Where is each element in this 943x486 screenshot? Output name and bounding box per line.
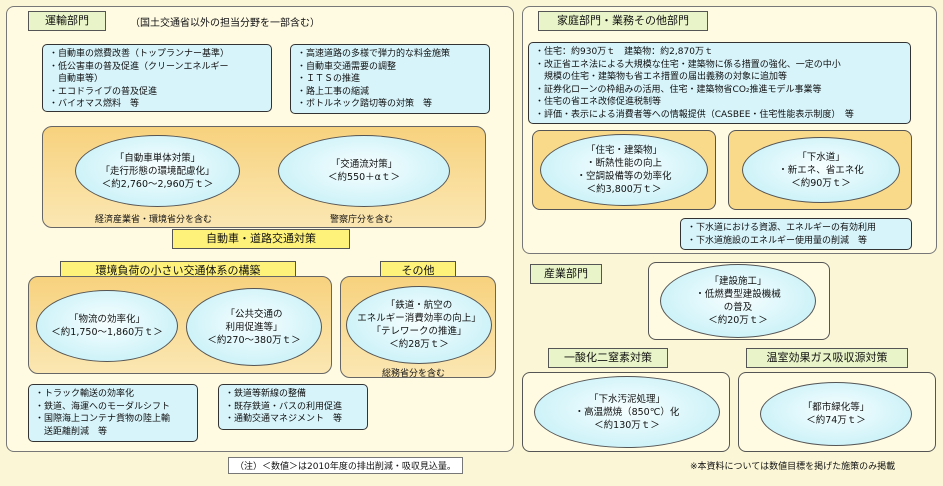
oval-line: ＜約1,750～1,860万ｔ＞ [51, 327, 163, 338]
oval-line: 「自動車単体対策」 [114, 152, 201, 164]
callout-line: ・路上工事の縮減 [297, 86, 370, 97]
callout-line: ・鉄道等新線の整備 [225, 389, 307, 399]
oval-line: ＜約74万ｔ＞ [806, 415, 866, 426]
oval-line: ＜約28万ｔ＞ [389, 339, 449, 350]
oval-construction: 「建設施工」 ・低燃費型建設機械 の普及 ＜約20万ｔ＞ [660, 264, 816, 338]
oval-vehicle: 「自動車単体対策」 「走行形態の環境配慮化」 ＜約2,760～2,960万ｔ＞ [75, 135, 240, 207]
oval-line: 「物流の効率化」 [68, 314, 145, 325]
oval-line: 「都市緑化等」 [802, 402, 870, 413]
oval-line: 利用促進等」 [225, 321, 283, 333]
callout-line: ・鉄道、海運へのモーダルシフト [35, 401, 171, 412]
oval-line: ＜約550＋αｔ＞ [328, 172, 400, 183]
oval-other: 「鉄道・航空の エネルギー消費効率の向上」 「テレワークの推進」 ＜約28万ｔ＞ [346, 286, 492, 364]
note-mic: 総務省分を含む [382, 369, 446, 379]
callout-line: ・既存鉄道・バスの利用促進 [225, 401, 343, 412]
oval-line: ＜約3,800万ｔ＞ [586, 184, 662, 195]
n2o-title: 一酸化二窒素対策 [548, 348, 668, 368]
callout-line: ・住宅：約930万ｔ 建築物：約2,870万ｔ [535, 47, 713, 57]
oval-line: ＜約270～380万ｔ＞ [207, 334, 301, 346]
callout-traffic-measures: ・高速道路の多様で弾力的な料金施策 ・自動車交通需要の調整 ・ＩＴＳの推進 ・路… [290, 44, 490, 114]
callout-line: ・評価・表示による消費者等への情報提供（CASBEE・住宅性能表示制度） 等 [535, 109, 854, 120]
industry-title: 産業部門 [530, 264, 602, 284]
oval-line: エネルギー消費効率の向上」 [357, 313, 481, 324]
oval-sludge: 「下水汚泥処理」 ・高温燃焼（850℃）化 ＜約130万ｔ＞ [534, 376, 720, 448]
oval-line: ＜約2,760～2,960万ｔ＞ [101, 178, 214, 190]
oval-line: ＜約90万ｔ＞ [791, 177, 851, 189]
note-meti: 経済産業省・環境省分を含む [95, 215, 213, 225]
footnote: （注）＜数値＞は2010年度の排出削減・吸収見込量。 [228, 457, 463, 474]
oval-line: ＜約20万ｔ＞ [708, 315, 768, 326]
callout-line: ・下水道施設のエネルギー使用量の削減 等 [687, 235, 868, 246]
household-title: 家庭部門・業務その他部門 [538, 11, 708, 31]
callout-line: ・ＩＴＳの推進 [297, 74, 361, 84]
oval-line: 「住宅・建築物」 [585, 145, 662, 156]
callout-line: 規模の住宅・建築物も省エネ措置の届出義務の対象に追加等 [535, 72, 788, 82]
oval-line: 「交通流対策」 [330, 159, 398, 170]
callout-line: ・証券化ローンの枠組みの活用、住宅・建築物省CO₂推進モデル事業等 [535, 84, 822, 95]
callout-line: ・国際海上コンテナ貨物の陸上輸 [35, 414, 171, 424]
callout-line: ・トラック輸送の効率化 [35, 389, 135, 399]
oval-public: 「公共交通の 利用促進等」 ＜約270～380万ｔ＞ [186, 288, 322, 366]
callout-line: ・エコドライブの普及促進 [49, 86, 158, 97]
oval-line: ・高温燃焼（850℃）化 [574, 406, 680, 418]
oval-line: 「鉄道・航空の [385, 300, 453, 311]
oval-line: ・低燃費型建設機械 [695, 289, 781, 300]
oval-line: 「テレワークの推進」 [371, 326, 467, 337]
callout-line: ・バイオマス燃料 等 [49, 99, 140, 109]
callout-line: ・低公害車の普及促進（クリーンエネルギー [49, 61, 229, 72]
oval-line: ・空調設備等の効率化 [576, 171, 672, 182]
oval-greening: 「都市緑化等」 ＜約74万ｔ＞ [760, 382, 912, 446]
bottom-note: ※本資料については数値目標を掲げた施策のみ掲載 [690, 462, 896, 472]
sink-title: 温室効果ガス吸収源対策 [746, 348, 908, 368]
callout-line: ・ボトルネック踏切等の対策 等 [297, 99, 433, 109]
oval-line: の普及 [723, 302, 753, 313]
oval-line: ＜約130万ｔ＞ [594, 419, 660, 431]
callout-vehicle-measures: ・自動車の燃費改善（トップランナー基準） ・低公害車の普及促進（クリーンエネルギ… [42, 44, 272, 112]
transport-title: 運輸部門 [28, 11, 106, 31]
callout-line: 送距離削減 等 [35, 426, 108, 437]
callout-housing-measures: ・住宅：約930万ｔ 建築物：約2,870万ｔ ・改正省エネ法による大規模な住宅… [528, 42, 911, 124]
oval-line: 「走行形態の環境配慮化」 [100, 165, 215, 177]
oval-line: 「下水汚泥処理」 [588, 393, 665, 405]
oval-sewer: 「下水道」 ・新エネ、省エネ化 ＜約90万ｔ＞ [742, 137, 900, 203]
oval-line: ・断熱性能の向上 [585, 158, 662, 169]
note-police: 警察庁分を含む [330, 215, 394, 225]
callout-line: ・下水道における資源、エネルギーの有効利用 [687, 223, 877, 233]
oval-line: 「下水道」 [797, 151, 845, 163]
transport-subtitle: （国土交通省以外の担当分野を一部含む） [130, 18, 320, 29]
callout-line: ・自動車の燃費改善（トップランナー基準） [49, 49, 230, 59]
callout-line: ・通勤交通マネジメント 等 [225, 414, 343, 424]
oval-traffic: 「交通流対策」 ＜約550＋αｔ＞ [278, 135, 450, 207]
callout-public: ・鉄道等新線の整備 ・既存鉄道・バスの利用促進 ・通勤交通マネジメント 等 [218, 384, 368, 430]
oval-logistics: 「物流の効率化」 ＜約1,750～1,860万ｔ＞ [36, 290, 178, 362]
oval-line: ・新エネ、省エネ化 [778, 164, 864, 176]
callout-line: 自動車等） [49, 74, 104, 84]
oval-line: 「公共交通の [225, 308, 283, 320]
oval-line: 「建設施工」 [709, 276, 767, 287]
callout-line: ・自動車交通需要の調整 [297, 61, 397, 72]
callout-logistics: ・トラック輸送の効率化 ・鉄道、海運へのモーダルシフト ・国際海上コンテナ貨物の… [28, 384, 198, 442]
callout-line: ・高速道路の多様で弾力的な料金施策 [297, 49, 451, 59]
road-traffic-bar: 自動車・道路交通対策 [172, 229, 350, 249]
oval-housing: 「住宅・建築物」 ・断熱性能の向上 ・空調設備等の効率化 ＜約3,800万ｔ＞ [540, 134, 708, 206]
callout-sewer: ・下水道における資源、エネルギーの有効利用 ・下水道施設のエネルギー使用量の削減… [680, 218, 912, 250]
callout-line: ・改正省エネ法による大規模な住宅・建築物に係る措置の強化、一定の中小 [535, 59, 841, 70]
callout-line: ・住宅の省エネ改修促進税制等 [535, 97, 662, 107]
